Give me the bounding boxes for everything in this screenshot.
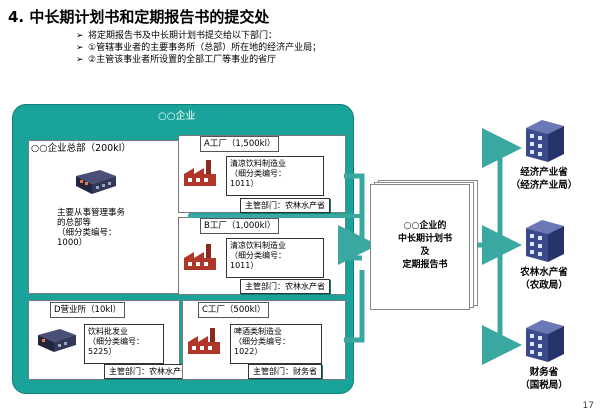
factory-a-info: 清凉饮料制造业 （细分类编号： 1011） — [226, 156, 324, 196]
factory-c-icon — [186, 326, 226, 356]
factory-b-ministry: 主管部门：农林水产省 — [240, 279, 330, 294]
headquarters-description: 主要从事管理事务 的总部等 （细分类编号： 1000） — [54, 206, 168, 256]
branch-d-info: 饮料批发业 （细分类编号： 5225） — [84, 324, 164, 364]
agency-meti: 经济产业省 （经济产业局） — [510, 167, 578, 191]
factory-c-label: C工厂（500kl） — [198, 302, 270, 318]
agency-mof: 财务省 （国税局） — [520, 367, 568, 391]
arrow-from-factory-c — [344, 270, 365, 343]
bullet-arrow-icon: ➢ — [76, 31, 84, 41]
agency-maff: 农林水产省 （农政局） — [520, 267, 568, 291]
enterprise-label: ○○企业 — [158, 111, 196, 122]
bullet-item: ➢①管辖事业者的主要事务所（总部）所在地的经济产业局； — [76, 43, 322, 53]
factory-a-label: A工厂（1,500kl） — [200, 136, 280, 152]
agency-building-icon — [520, 118, 570, 164]
bullet-item: ➢②主管该事业者所设置的全部工厂等事业的省厅 — [76, 55, 277, 65]
headquarters-building-icon — [72, 166, 118, 196]
factory-c-info: 啤酒类制造业 （细分类编号： 1022） — [230, 324, 322, 364]
arrow-to-meti — [478, 128, 522, 248]
factory-b-label: B工厂（1,000kl） — [200, 218, 280, 234]
bullet-arrow-icon: ➢ — [76, 55, 84, 65]
factory-c-ministry: 主管部门：财务省 — [248, 364, 322, 379]
arrow-from-factory-a — [344, 173, 365, 240]
bullet-item: ➢将定期报告书及中长期计划书提交给以下部门： — [76, 31, 278, 41]
factory-a-ministry: 主管部门：农林水产省 — [240, 198, 330, 213]
bullet-list: ➢将定期报告书及中长期计划书提交给以下部门： ➢①管辖事业者的主要事务所（总部）… — [76, 30, 321, 66]
document-title: ○○企业的 中长期计划书 及 定期报告书 — [397, 221, 452, 270]
page-title: 4. 中长期计划书和定期报告书的提交处 — [8, 8, 270, 26]
headquarters-label: ○○企业总部（200kl） — [31, 143, 131, 154]
arrow-to-mof — [482, 245, 522, 365]
branch-d-label: D营业所（10kl） — [50, 302, 126, 318]
bullet-arrow-icon: ➢ — [76, 43, 84, 53]
page-number: 17 — [582, 401, 594, 411]
factory-a-icon — [182, 158, 222, 188]
factory-b-info: 清凉饮料制造业 （细分类编号： 1011） — [226, 238, 324, 278]
document-stack — [370, 180, 478, 310]
agency-building-icon — [520, 218, 570, 264]
agency-building-icon — [520, 318, 570, 364]
factory-b-icon — [182, 242, 222, 272]
branch-d-building-icon — [34, 326, 78, 354]
